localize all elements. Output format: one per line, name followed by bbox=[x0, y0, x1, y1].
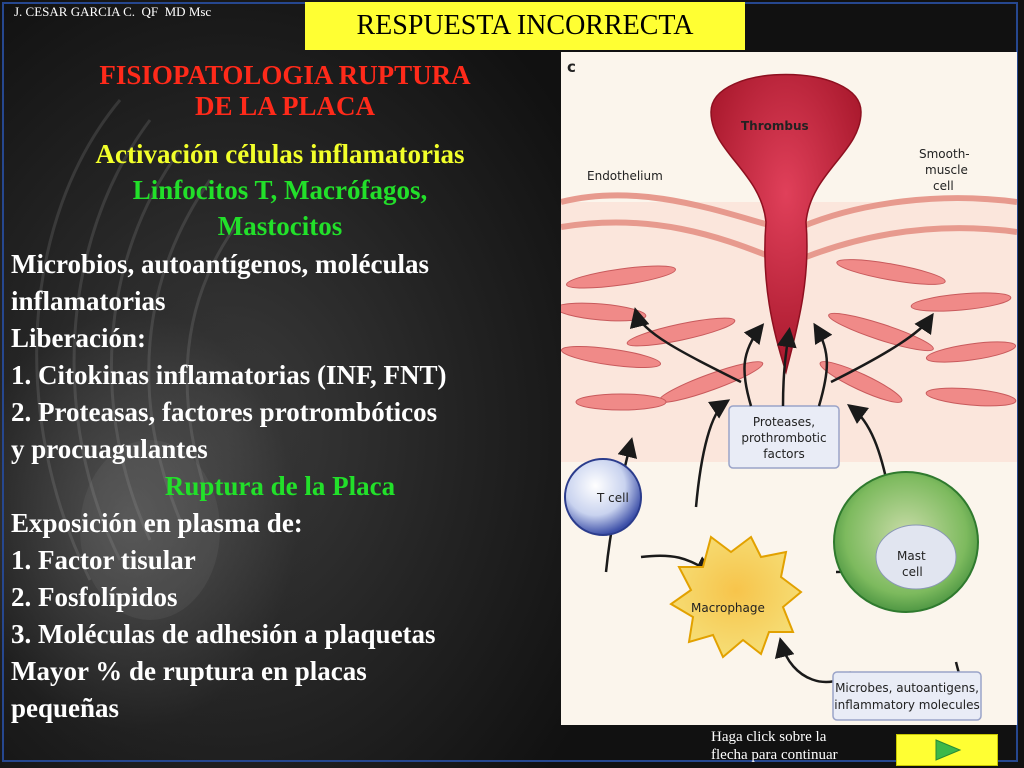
label-proteases-3: factors bbox=[763, 447, 804, 461]
body-line: 1. Factor tisular bbox=[11, 545, 196, 575]
body-line: 2. Fosfolípidos bbox=[11, 582, 178, 612]
body-line: Exposición en plasma de: bbox=[11, 508, 303, 538]
microbes-box bbox=[832, 671, 982, 721]
label-smooth-muscle-2: muscle bbox=[925, 163, 968, 177]
answer-status-text: RESPUESTA INCORRECTA bbox=[356, 10, 694, 41]
thrombus-shape bbox=[710, 73, 862, 375]
body-line: 2. Proteasas, factores protrombóticos bbox=[11, 397, 438, 427]
label-t-cell: T cell bbox=[596, 491, 629, 505]
title-line-2: DE LA PLACA bbox=[194, 91, 376, 121]
body-line: pequeñas bbox=[11, 693, 120, 723]
label-proteases-2: prothrombotic bbox=[741, 431, 826, 445]
body-line: Mayor % de ruptura en placas bbox=[11, 656, 367, 686]
plaque-rupture-figure: c Thrombus Endothelium Smooth- muscle ce… bbox=[561, 52, 1017, 725]
body-line: inflamatorias bbox=[11, 286, 166, 316]
label-macrophage: Macrophage bbox=[691, 601, 765, 615]
title-line-1: FISIOPATOLOGIA RUPTURA bbox=[99, 60, 471, 90]
t-cell-shape bbox=[564, 458, 642, 536]
author-credit: J. CESAR GARCIA C. QF MD Msc bbox=[14, 4, 212, 19]
body-line: Liberación: bbox=[11, 323, 146, 353]
smooth-muscle-cells bbox=[561, 259, 1017, 411]
body-line: 1. Citokinas inflamatorias (INF, FNT) bbox=[11, 360, 447, 390]
label-smooth-muscle-3: cell bbox=[933, 179, 954, 193]
rupture-heading: Ruptura de la Placa bbox=[164, 471, 396, 501]
body-line: y procuagulantes bbox=[11, 434, 208, 464]
figure-illustration: c Thrombus Endothelium Smooth- muscle ce… bbox=[561, 52, 1017, 725]
label-microbes-1: Microbes, autoantigens, bbox=[835, 681, 979, 695]
label-endothelium: Endothelium bbox=[587, 169, 663, 183]
hint-line-2: flecha para continuar bbox=[711, 747, 838, 763]
label-thrombus: Thrombus bbox=[741, 119, 809, 133]
body-line: Microbios, autoantígenos, moléculas bbox=[11, 249, 429, 279]
label-mast-2: cell bbox=[902, 565, 923, 579]
body-line: 3. Moléculas de adhesión a plaquetas bbox=[11, 619, 436, 649]
macrophage-shape bbox=[669, 535, 803, 659]
label-proteases-1: Proteases, bbox=[753, 415, 815, 429]
answer-status-banner: RESPUESTA INCORRECTA bbox=[305, 2, 745, 50]
label-smooth-muscle-1: Smooth- bbox=[919, 147, 970, 161]
cells-line-1: Linfocitos T, Macrófagos, bbox=[132, 175, 428, 205]
panel-letter: c bbox=[567, 58, 576, 76]
hint-line-1: Haga click sobre la bbox=[711, 729, 827, 745]
cells-line-2: Mastocitos bbox=[217, 211, 343, 241]
continue-hint: Haga click sobre la flecha para continua… bbox=[711, 728, 886, 764]
label-mast-1: Mast bbox=[897, 549, 926, 563]
slide-title: FISIOPATOLOGIA RUPTURA DE LA PLACA bbox=[20, 60, 550, 122]
play-arrow-icon bbox=[935, 739, 962, 761]
background-swirl bbox=[35, 99, 242, 620]
endothelium-layer bbox=[561, 192, 1017, 260]
next-slide-button[interactable] bbox=[896, 734, 998, 766]
subtitle: Activación células inflamatorias bbox=[95, 139, 465, 169]
label-microbes-2: inflammatory molecules bbox=[834, 698, 979, 712]
